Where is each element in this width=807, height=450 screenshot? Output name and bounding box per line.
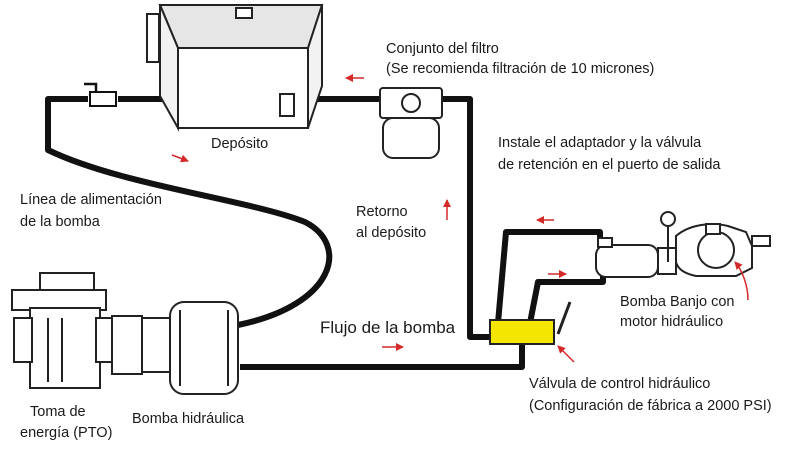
banjo-label-2: motor hidráulico [620, 314, 724, 330]
reservoir-tank [146, 4, 324, 132]
return-port [279, 93, 295, 117]
pump-flow-label: Flujo de la bomba [320, 318, 456, 337]
supply-line-label-1: Línea de alimentación [20, 192, 162, 208]
banjo-pump-motor [595, 211, 771, 278]
filter-note-label: (Se recomienda filtración de 10 micrones… [386, 61, 655, 77]
pump-flow-hose [240, 345, 525, 370]
filter-assembly [379, 87, 443, 159]
pto-label-1: Toma de [30, 404, 86, 420]
hydraulic-pump [111, 301, 239, 395]
arrow-valve-pointer [557, 345, 575, 363]
valve-label-1: Válvula de control hidráulico [529, 376, 711, 392]
return-label-1: Retorno [356, 204, 408, 220]
adapter-note-line1: Instale el adaptador y la válvula [498, 135, 702, 151]
banjo-label-1: Bomba Banjo con [620, 294, 735, 310]
sight-gauge [146, 13, 160, 63]
valve-label-2: (Configuración de fábrica a 2000 PSI) [529, 398, 772, 414]
return-hose [442, 96, 490, 340]
filter-title-label: Conjunto del filtro [386, 41, 499, 57]
pto-unit [11, 272, 113, 389]
pto-label-2: energía (PTO) [20, 425, 113, 441]
hydraulic-pump-label: Bomba hidráulica [132, 411, 245, 427]
hose-lines [45, 96, 606, 370]
filler-cap [235, 7, 253, 19]
supply-fitting [84, 82, 117, 107]
flow-arrows [171, 74, 749, 363]
supply-line-label-2: de la bomba [20, 214, 100, 230]
adapter-note-line2: de retención en el puerto de salida [498, 157, 721, 173]
arrow-supply-flow [171, 154, 189, 163]
pump-supply-hose [45, 96, 333, 328]
motor-supply-hose [495, 229, 603, 324]
reservoir-label: Depósito [211, 136, 269, 152]
return-label-2: al depósito [356, 225, 427, 241]
valve-handle [556, 301, 572, 335]
arrow-banjo-pointer [734, 261, 749, 301]
control-valve [489, 301, 572, 345]
